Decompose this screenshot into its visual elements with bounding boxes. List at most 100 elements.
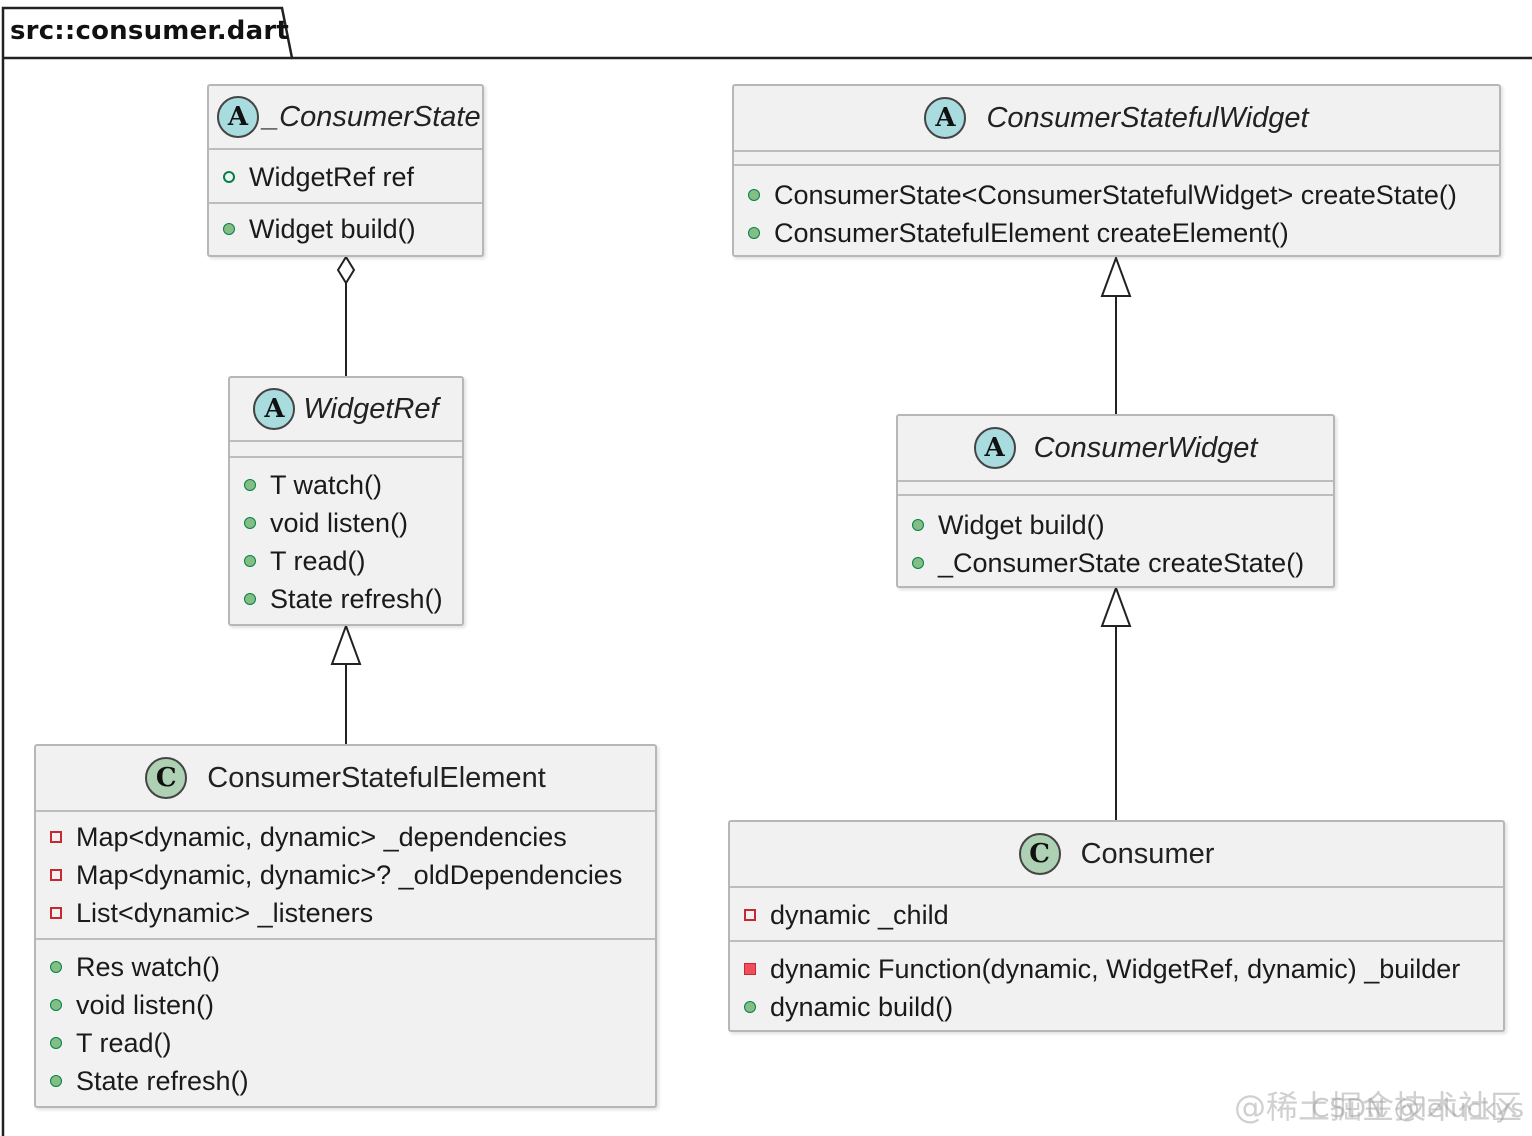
- field-section: WidgetRef ref: [209, 150, 482, 202]
- method-text: T read(): [270, 545, 366, 576]
- field-row: Map<dynamic, dynamic>? _oldDependencies: [50, 856, 655, 894]
- inheritance-link-consumer-to-consumerwidget: [1100, 585, 1132, 820]
- class-header: A ConsumerStatefulWidget: [734, 86, 1499, 150]
- method-row: T read(): [244, 542, 462, 580]
- method-section: Widget build(): [209, 204, 482, 248]
- public-method-icon: [744, 1001, 756, 1013]
- method-section: Res watch() void listen() T read() State…: [36, 940, 655, 1100]
- class-name: ConsumerStatefulWidget: [986, 101, 1309, 134]
- public-method-icon: [244, 479, 256, 491]
- method-text: void listen(): [76, 989, 215, 1020]
- private-method-icon: [744, 963, 756, 975]
- package-title: src::consumer.dart: [10, 16, 289, 46]
- public-method-icon: [223, 223, 235, 235]
- method-text: Widget build(): [249, 213, 416, 244]
- field-row: Map<dynamic, dynamic> _dependencies: [50, 818, 655, 856]
- field-row: List<dynamic> _listeners: [50, 894, 655, 932]
- public-method-icon: [748, 227, 760, 239]
- method-row: ConsumerStatefulElement createElement(): [748, 214, 1499, 252]
- class-consumer-state[interactable]: A _ConsumerState WidgetRef ref Widget bu…: [207, 84, 484, 257]
- watermark-secondary: CSDN @leluckys: [1311, 1094, 1524, 1124]
- public-method-icon: [50, 1075, 62, 1087]
- inheritance-link-consumerwidget-to-statefulwidget: [1100, 255, 1132, 414]
- method-section: dynamic Function(dynamic, WidgetRef, dyn…: [730, 942, 1503, 1026]
- method-text: State refresh(): [270, 583, 443, 614]
- method-section: ConsumerState<ConsumerStatefulWidget> cr…: [734, 166, 1499, 252]
- private-field-icon: [50, 869, 62, 881]
- public-method-icon: [244, 555, 256, 567]
- method-text: ConsumerStatefulElement createElement(): [774, 217, 1289, 248]
- method-text: T read(): [76, 1027, 172, 1058]
- method-row: Widget build(): [223, 210, 482, 248]
- abstract-class-badge-icon: A: [217, 96, 259, 138]
- field-text: WidgetRef ref: [249, 161, 415, 192]
- field-section: Map<dynamic, dynamic> _dependencies Map<…: [36, 812, 655, 938]
- class-consumer-widget[interactable]: A ConsumerWidget Widget build() _Consume…: [896, 414, 1335, 588]
- public-method-icon: [912, 557, 924, 569]
- method-row: State refresh(): [244, 580, 462, 618]
- field-section: dynamic _child: [730, 888, 1503, 940]
- method-text: dynamic Function(dynamic, WidgetRef, dyn…: [770, 953, 1461, 984]
- public-method-icon: [244, 593, 256, 605]
- class-name: ConsumerWidget: [1033, 431, 1258, 464]
- abstract-class-badge-icon: A: [973, 427, 1016, 469]
- method-section: T watch() void listen() T read() State r…: [230, 458, 462, 618]
- method-row: Widget build(): [912, 506, 1333, 544]
- class-header: A WidgetRef: [230, 378, 462, 440]
- public-method-icon: [912, 519, 924, 531]
- field-row: WidgetRef ref: [223, 158, 482, 196]
- class-consumer[interactable]: C Consumer dynamic _child dynamic Functi…: [728, 820, 1505, 1032]
- class-name: _ConsumerState: [263, 100, 481, 133]
- abstract-class-badge-icon: A: [253, 388, 296, 430]
- field-text: Map<dynamic, dynamic>? _oldDependencies: [76, 859, 623, 890]
- class-widget-ref[interactable]: A WidgetRef T watch() void listen() T re…: [228, 376, 464, 626]
- method-row: T read(): [50, 1024, 655, 1062]
- class-consumer-stateful-widget[interactable]: A ConsumerStatefulWidget ConsumerState<C…: [732, 84, 1501, 257]
- watermark-primary: @稀土掘金技术社区: [1233, 1088, 1522, 1126]
- private-field-icon: [50, 907, 62, 919]
- class-header: A ConsumerWidget: [898, 416, 1333, 480]
- public-method-icon: [748, 189, 760, 201]
- method-text: T watch(): [270, 469, 383, 500]
- public-method-icon: [50, 1037, 62, 1049]
- class-consumer-stateful-element[interactable]: C ConsumerStatefulElement Map<dynamic, d…: [34, 744, 657, 1108]
- class-header: A _ConsumerState: [209, 86, 482, 148]
- field-text: dynamic _child: [770, 899, 949, 930]
- public-field-icon: [223, 171, 235, 183]
- method-row: _ConsumerState createState(): [912, 544, 1333, 582]
- field-text: Map<dynamic, dynamic> _dependencies: [76, 821, 567, 852]
- method-row: dynamic Function(dynamic, WidgetRef, dyn…: [744, 950, 1503, 988]
- method-row: Res watch(): [50, 948, 655, 986]
- method-text: _ConsumerState createState(): [938, 547, 1305, 578]
- method-row: dynamic build(): [744, 988, 1503, 1026]
- public-method-icon: [244, 517, 256, 529]
- class-header: C ConsumerStatefulElement: [36, 746, 655, 810]
- class-name: Consumer: [1080, 837, 1215, 870]
- method-row: void listen(): [244, 504, 462, 542]
- method-section: Widget build() _ConsumerState createStat…: [898, 496, 1333, 582]
- method-row: ConsumerState<ConsumerStatefulWidget> cr…: [748, 176, 1499, 214]
- public-method-icon: [50, 999, 62, 1011]
- method-text: dynamic build(): [770, 991, 954, 1022]
- method-text: State refresh(): [76, 1065, 249, 1096]
- abstract-class-badge-icon: A: [924, 97, 967, 139]
- public-method-icon: [50, 961, 62, 973]
- private-field-icon: [744, 909, 756, 921]
- aggregation-link: [336, 255, 356, 376]
- class-name: ConsumerStatefulElement: [207, 761, 546, 794]
- private-field-icon: [50, 831, 62, 843]
- field-row: dynamic _child: [744, 896, 1503, 934]
- field-text: List<dynamic> _listeners: [76, 897, 374, 928]
- class-name: WidgetRef: [303, 392, 439, 425]
- method-row: State refresh(): [50, 1062, 655, 1100]
- method-text: ConsumerState<ConsumerStatefulWidget> cr…: [774, 179, 1457, 210]
- class-header: C Consumer: [730, 822, 1503, 886]
- method-row: void listen(): [50, 986, 655, 1024]
- class-badge-icon: C: [145, 757, 188, 799]
- method-text: Res watch(): [76, 951, 221, 982]
- method-row: T watch(): [244, 466, 462, 504]
- method-text: void listen(): [270, 507, 409, 538]
- class-badge-icon: C: [1018, 833, 1061, 875]
